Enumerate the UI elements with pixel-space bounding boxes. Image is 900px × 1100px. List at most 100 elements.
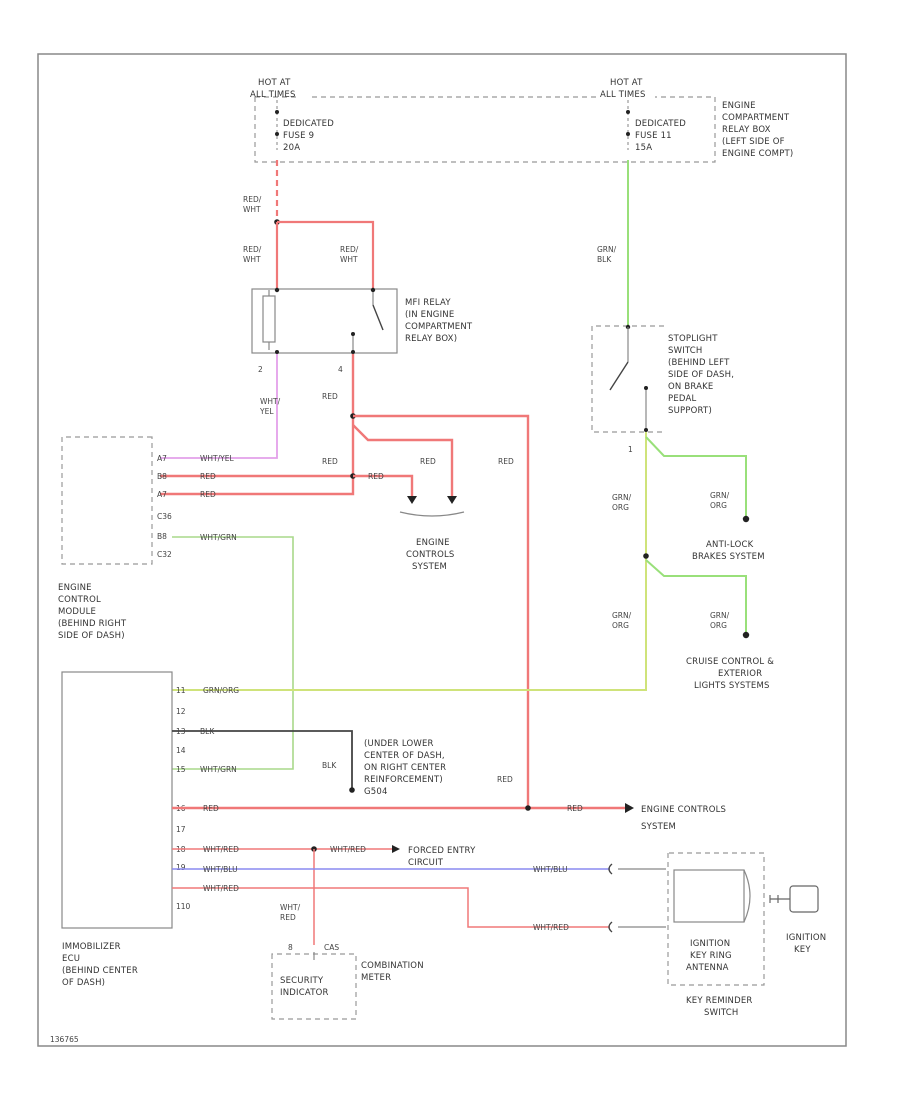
wire-label: 8 <box>288 943 293 952</box>
wire-label: WHT/RED <box>330 845 366 854</box>
wire-label: C36 <box>157 512 172 521</box>
stoplight-label-7: SUPPORT) <box>668 406 712 416</box>
stoplight-label-6: PEDAL <box>668 394 697 404</box>
stoplight-label-4: SIDE OF DASH, <box>668 370 734 380</box>
wire-label: GRN/ <box>612 493 632 502</box>
ecm-label-4: (BEHIND RIGHT <box>58 619 127 629</box>
hot-at-battery-right-1: HOT AT <box>610 78 643 88</box>
wire-label: ORG <box>710 501 727 510</box>
stoplight-label-2: SWITCH <box>668 346 703 356</box>
wire-label: B8 <box>157 532 167 541</box>
wire-label: RED/ <box>243 195 262 204</box>
fuse-11-icon <box>626 100 630 150</box>
wire-label: ORG <box>612 503 629 512</box>
wire-label: WHT/BLU <box>203 865 238 874</box>
wire-label: RED <box>322 457 338 466</box>
red-wht-circuit: RED/WHT RED/WHT RED/WHT <box>243 160 375 290</box>
wire-label: GRN/BLK <box>597 245 617 264</box>
fuse-right-1: DEDICATED <box>635 119 686 129</box>
wire-label: YEL <box>259 407 274 416</box>
wire-label: RED <box>420 457 436 466</box>
stoplight-label-5: ON BRAKE <box>668 382 714 392</box>
wire-label: WHT/RED <box>203 845 239 854</box>
ground-label-5: G504 <box>364 787 388 797</box>
wire-label: GRN/ <box>597 245 617 254</box>
wire-label: WHT/YEL <box>259 397 281 416</box>
ground-label-2: CENTER OF DASH, <box>364 751 445 761</box>
fuse-left-1: DEDICATED <box>283 119 334 129</box>
wire-label: RED <box>322 392 338 401</box>
wire-label: GRN/ORG <box>710 491 730 510</box>
ecm-label-3: MODULE <box>58 607 96 617</box>
relay-box-label-4: (LEFT SIDE OF <box>722 137 785 147</box>
forced-entry-label-1: FORCED ENTRY <box>408 846 476 856</box>
wire-label: HOT AT ALL TIMES <box>600 78 646 100</box>
immobilizer-ecu: 11 12 13 14 15 16 17 18 19 110 IMMOBILIZ… <box>61 671 191 988</box>
wire-label: GRN/ <box>612 611 632 620</box>
ground-label-1: (UNDER LOWER <box>364 739 434 749</box>
wire-label: WHT/RED <box>280 903 301 922</box>
wire-label: RED <box>280 913 296 922</box>
fuse-right-2: FUSE 11 <box>635 131 672 141</box>
wire-label: GRN/ORG <box>203 686 239 695</box>
wire-label: GRN/ <box>710 611 730 620</box>
wire-label: RED <box>200 490 216 499</box>
key-reminder-label-1: KEY REMINDER <box>686 996 753 1006</box>
wire-label: WHT/RED <box>203 884 239 893</box>
wire-label: WHT/ <box>260 397 281 406</box>
wire-label: RED/WHT <box>243 195 262 214</box>
ignition-key-label-2: KEY <box>794 945 811 955</box>
figure-code: 136765 <box>50 1035 79 1044</box>
mfi-relay-label-4: RELAY BOX) <box>405 334 457 344</box>
wire-label: WHT/GRN <box>200 533 237 542</box>
wire-label: 1 <box>628 445 633 454</box>
wht-yel-circuit: WHT/YEL WHT/YEL <box>160 354 281 463</box>
fuse-left-2: FUSE 9 <box>283 131 314 141</box>
relay-box-label-5: ENGINE COMPT) <box>722 149 793 159</box>
hot-at-battery-right-2: ALL TIMES <box>600 90 646 100</box>
wire-label: WHT/ <box>280 903 301 912</box>
mfi-relay-label-1: MFI RELAY <box>405 298 451 308</box>
wire-label: BLK <box>322 761 337 770</box>
engine-controls-2-label-1: ENGINE CONTROLS <box>641 805 726 815</box>
relay-box-label-1: ENGINE <box>722 101 756 111</box>
key-ring-label-3: ANTENNA <box>686 963 729 973</box>
hot-at-battery-left-2: ALL TIMES <box>250 90 296 100</box>
wire-label: WHT/YEL <box>200 454 234 463</box>
engine-compartment-relay-box: HOT AT ALL TIMES HOT AT ALL TIMES DEDICATE… <box>250 78 793 163</box>
wire-label: WHT/BLU <box>533 865 568 874</box>
wire-label: RED <box>567 804 583 813</box>
wire-label: RED/ <box>340 245 359 254</box>
wire-label: WHT <box>243 255 261 264</box>
wire-label: WHT/GRN <box>200 765 237 774</box>
abs-label-1: ANTI-LOCK <box>706 540 754 550</box>
wire-label: A7 <box>157 454 167 463</box>
wire-label: C32 <box>157 550 172 559</box>
ecm-label-5: SIDE OF DASH) <box>58 631 125 641</box>
immobilizer-label-1: IMMOBILIZER <box>62 942 121 952</box>
stoplight-label-1: STOPLIGHT <box>668 334 718 344</box>
mfi-relay-label-2: (IN ENGINE <box>405 310 454 320</box>
wire-label: GRN/ORG <box>612 611 632 630</box>
cruise-label-1: CRUISE CONTROL & <box>686 657 774 667</box>
wire-label: GRN/ORG <box>612 493 632 512</box>
wire-label: 12 <box>176 707 186 716</box>
wire-label: RED <box>200 472 216 481</box>
wire-label: RED/ <box>243 245 262 254</box>
